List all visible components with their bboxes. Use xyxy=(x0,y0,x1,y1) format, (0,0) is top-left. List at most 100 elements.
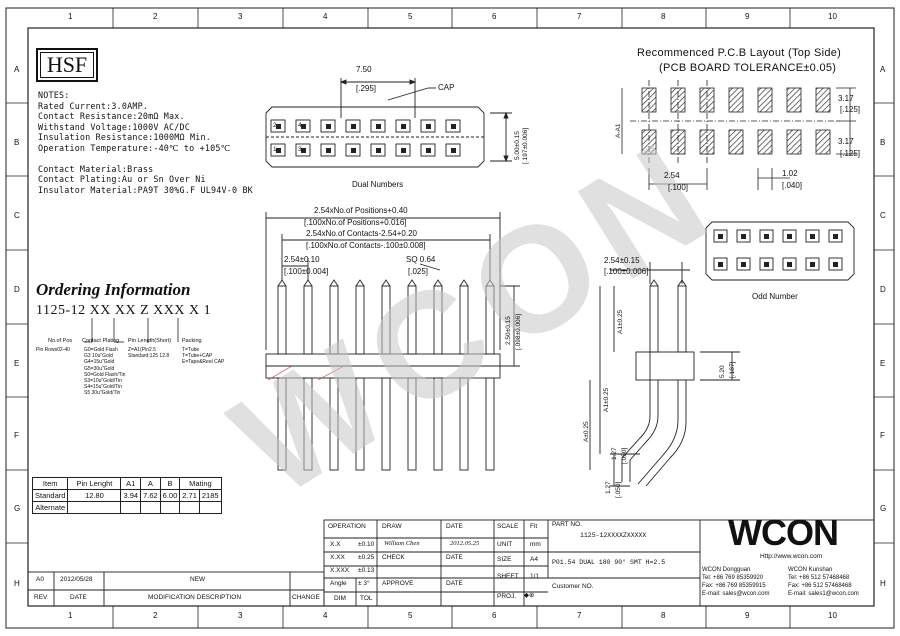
pcb-title: Recommenced P.C.B Layout (Top Side) xyxy=(637,47,842,59)
ordering-leaders xyxy=(84,318,179,343)
zone-row-h: H xyxy=(14,579,20,588)
side-dim-h-in: [.187] xyxy=(729,361,736,378)
front-dim-3: 2.54±0.10 xyxy=(284,255,320,264)
note-line: Contact Resistance:20mΩ Max. xyxy=(38,111,185,121)
dual-height-dim-in: [.197±0.006] xyxy=(522,127,529,164)
dual-pitch-dim: 7.50 xyxy=(356,65,372,74)
table-cell: 6.00 xyxy=(159,489,181,502)
zone-col-4: 4 xyxy=(323,12,328,21)
note-line: Insulation Resistance:1000MΩ Min. xyxy=(38,132,211,142)
pcb-dim-4: 1.02 xyxy=(782,169,798,178)
dual-numbers-caption: Dual Numbers xyxy=(352,180,404,189)
tb-part-no: PART NO. xyxy=(552,521,582,528)
zone-col-3b: 3 xyxy=(238,611,243,620)
company-line: Fax: +86 769 85359915 xyxy=(702,583,766,589)
zone-row-b: B xyxy=(14,138,20,147)
dual-height-dim: 5.00±0.15 xyxy=(514,131,521,160)
odd-number-caption: Odd Number xyxy=(752,292,798,301)
zone-col-9b: 9 xyxy=(745,611,750,620)
ordering-option: G5=30u"Gold xyxy=(84,365,115,372)
pcb-a-a1: A-A1 xyxy=(615,123,622,138)
tb-size: SIZE xyxy=(497,556,512,563)
table-header: Mating xyxy=(179,477,222,490)
side-dim-127b: 1.27 xyxy=(605,481,612,494)
zone-col-7: 7 xyxy=(577,12,582,21)
tb-customer: Customer NO. xyxy=(552,583,594,590)
ordering-label-packing: Packing xyxy=(182,338,202,344)
pcb-dim-4-in: [.040] xyxy=(782,181,803,190)
side-dim-h: 5.20 xyxy=(719,365,726,378)
hsf-logo: HSF xyxy=(36,48,98,82)
table-row: Alternate xyxy=(31,501,222,514)
front-dim-2-in: [.100xNo.of Contacts-.100±0.008] xyxy=(306,241,426,250)
tb-unit: UNIT xyxy=(497,541,513,548)
tb-approve-date: DATE xyxy=(446,580,463,587)
table-header: A xyxy=(140,477,161,490)
tb-sheet: SHEET xyxy=(497,573,519,580)
pcb-subtitle: (PCB BOARD TOLERANCE±0.05) xyxy=(659,62,837,74)
ordering-col1: Pin Rows02-40 xyxy=(36,347,70,353)
table-header: B xyxy=(159,477,181,490)
front-dim-4: SQ 0.64 xyxy=(406,255,436,264)
pcb-dim-1-in: [.125] xyxy=(840,105,861,114)
wcon-logo: WCON xyxy=(728,512,839,553)
zone-row-h-r: H xyxy=(880,579,886,588)
company-url: Http://www.wcon.com xyxy=(760,553,823,560)
table-cell: Alternate xyxy=(31,501,69,514)
pin-length-table: Item Pin Lenght A1 A B Mating Standard 1… xyxy=(31,477,222,514)
zone-col-1b: 1 xyxy=(68,611,73,620)
company-dongguan: WCON Dongguan Tel: +86 769 85359920 Fax:… xyxy=(702,566,769,598)
tb-xx: X.X xyxy=(330,541,341,548)
tb-scale-val: Fit xyxy=(530,523,538,530)
zone-col-9: 9 xyxy=(745,12,750,21)
note-line: NOTES: xyxy=(38,90,70,100)
pin-number: 1 xyxy=(273,146,277,153)
pin-number: 2 xyxy=(273,122,277,129)
ordering-option: S0=Gold Flash/Tin xyxy=(84,371,126,378)
projection-icon: ◆⊕ xyxy=(524,592,535,599)
zone-col-4b: 4 xyxy=(323,611,328,620)
side-view xyxy=(589,262,740,487)
tb-check: CHECK xyxy=(382,554,405,561)
pcb-dim-2: 3.17 xyxy=(838,137,854,146)
table-cell xyxy=(67,501,122,514)
dual-top-view xyxy=(265,78,512,168)
tb-xxxx-tol: ±0.13 xyxy=(358,567,375,574)
zone-row-g-r: G xyxy=(880,504,887,513)
zone-col-5b: 5 xyxy=(408,611,413,620)
table-cell xyxy=(179,501,200,514)
zone-col-2b: 2 xyxy=(153,611,158,620)
side-dim-1: 2.54±0.15 xyxy=(604,256,640,265)
ordering-col4: T=Tube T=Tube+CAP E=Tape&Reel CAP xyxy=(182,347,224,366)
zone-col-3: 3 xyxy=(238,12,243,21)
rev-date: 2012/05/28 xyxy=(60,576,93,583)
zone-col-6: 6 xyxy=(492,12,497,21)
tb-drawer: William Chen xyxy=(384,540,420,547)
zone-col-6b: 6 xyxy=(492,611,497,620)
company-line: Fax: +86 512 57468468 xyxy=(788,583,852,589)
dual-pitch-dim-in: [.295] xyxy=(356,84,377,93)
zone-row-b-r: B xyxy=(880,138,886,147)
tb-size-val: A4 xyxy=(530,556,538,563)
note-line: Contact Plating:Au or Sn Over Ni xyxy=(38,174,206,184)
table-cell: 7.62 xyxy=(140,489,161,502)
table-header-row: Item Pin Lenght A1 A B Mating xyxy=(31,477,222,490)
tb-operation: OPERATION xyxy=(328,523,366,530)
rev-head-change: CHANGE xyxy=(292,594,320,601)
zone-col-1: 1 xyxy=(68,12,73,21)
zone-row-f: F xyxy=(14,431,19,440)
tb-sheet-val: 1/1 xyxy=(530,573,540,580)
ordering-option: G3 10u"Gold xyxy=(84,353,113,360)
ordering-option: Z=A1(Pin2.5 xyxy=(128,347,156,353)
ordering-option: Standard:125 12.8 xyxy=(128,353,170,360)
dual-cap-label: CAP xyxy=(438,83,455,92)
ordering-option: G4=15u"Gold xyxy=(84,359,115,366)
company-line: Tel: +86 769 85359920 xyxy=(702,575,764,581)
front-dim-1: 2.54xNo.of Positions+0.40 xyxy=(314,206,408,215)
tb-xxx: X.XX xyxy=(330,554,345,561)
pin-number: 4 xyxy=(298,122,302,129)
tb-angle: Angle xyxy=(330,580,347,587)
table-cell: 12.80 xyxy=(67,489,122,502)
rev-desc: NEW xyxy=(190,576,206,583)
